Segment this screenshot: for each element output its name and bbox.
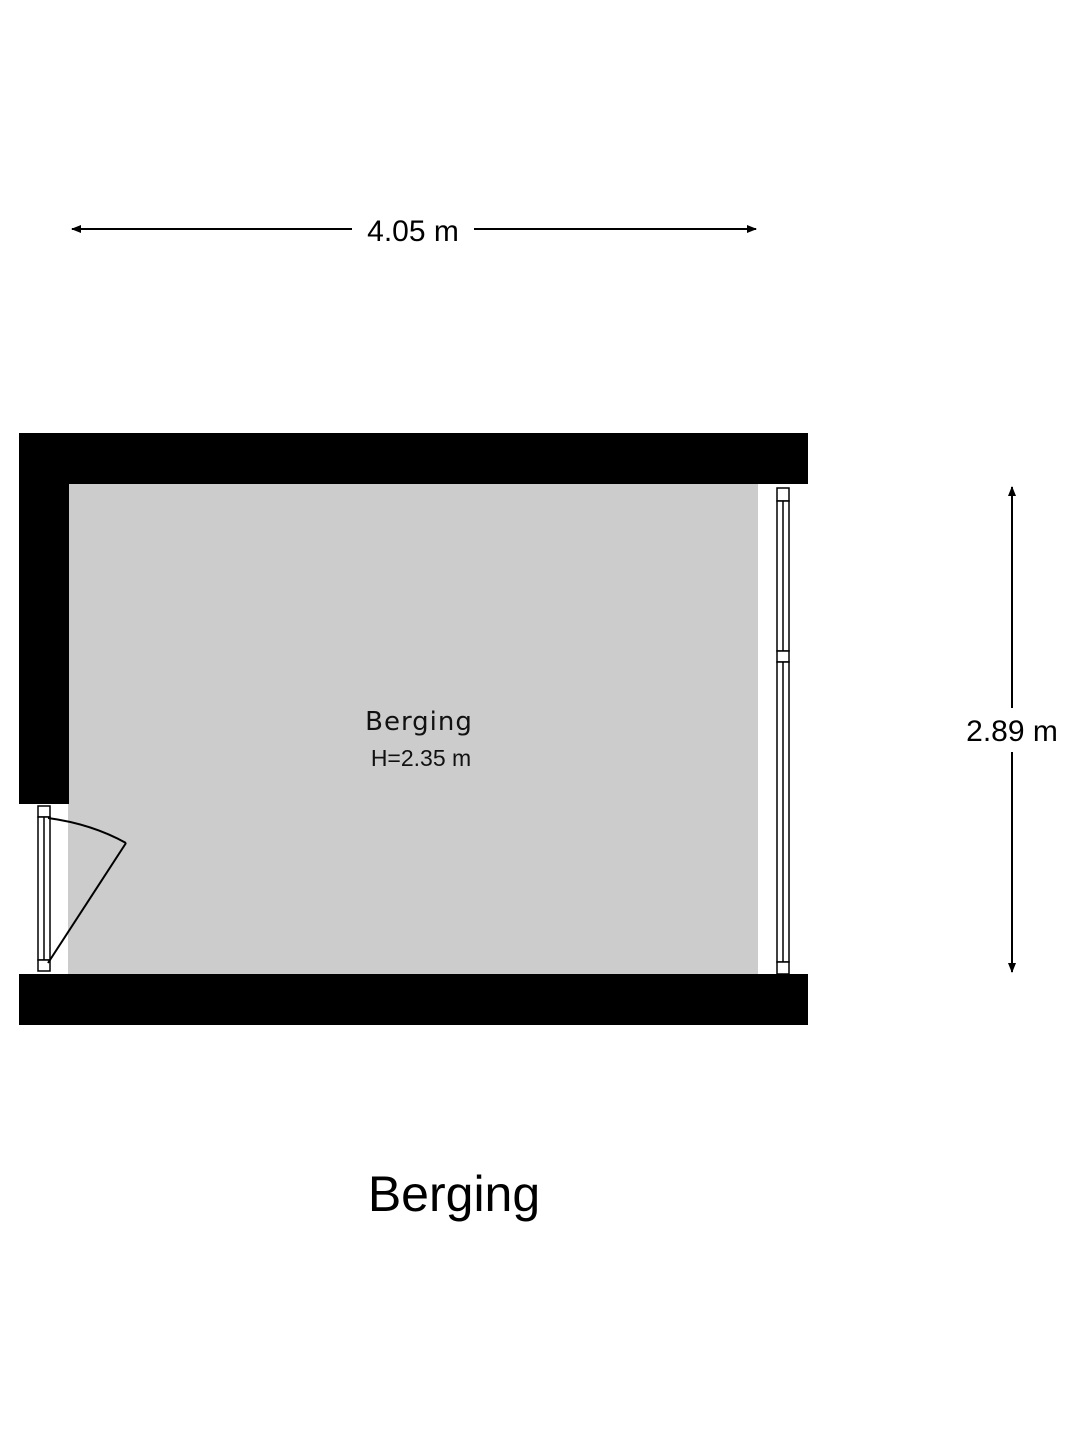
room-name: Berging [365, 707, 473, 737]
walls [19, 433, 808, 1025]
door-swing-arc [47, 817, 127, 844]
wall-left-upper [19, 433, 69, 804]
wall-top [19, 433, 808, 484]
room-label: Berging H=2.35 m [365, 707, 473, 771]
window-right [776, 487, 790, 975]
width-dimension: 4.05 m [71, 215, 757, 248]
room-floor [68, 484, 758, 974]
width-dimension-label: 4.05 m [367, 215, 459, 248]
depth-dimension-label: 2.89 m [966, 715, 1058, 748]
wall-bottom [19, 974, 808, 1025]
plan-title: Berging [368, 1166, 540, 1222]
room-height: H=2.35 m [371, 745, 471, 771]
door-leaf [47, 842, 127, 964]
door-left [37, 805, 127, 972]
depth-dimension: 2.89 m [966, 486, 1058, 973]
